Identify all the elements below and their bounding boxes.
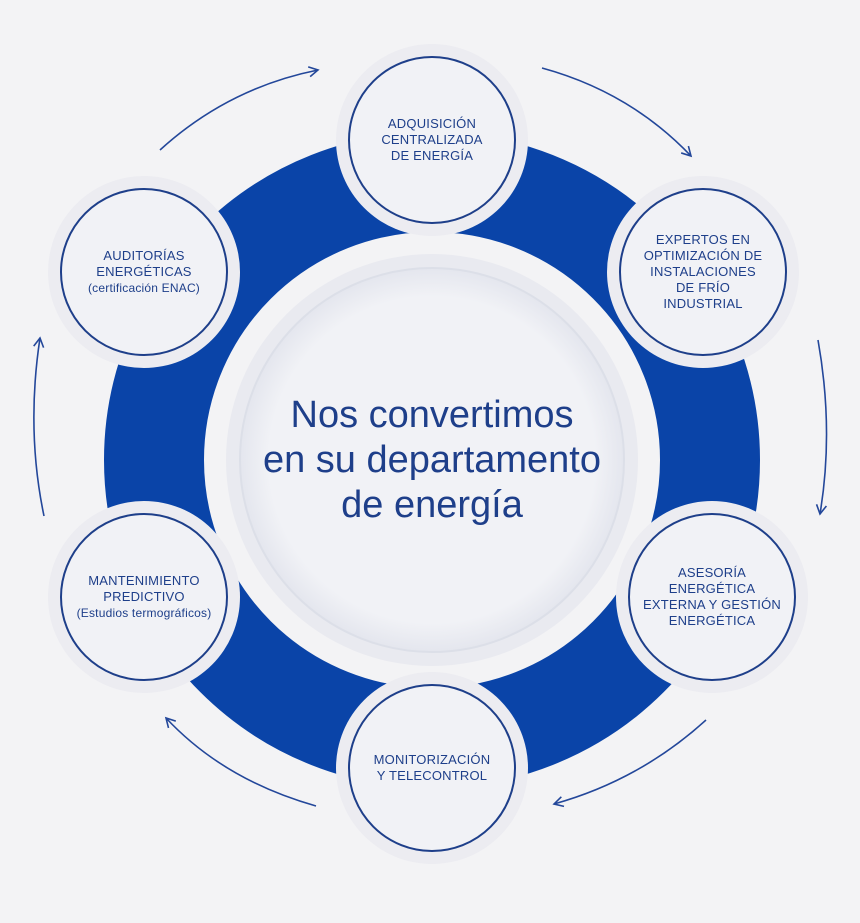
node-label-line: ENERGÉTICA <box>668 613 756 628</box>
node-asesoria: ASESORÍA ENERGÉTICA EXTERNA Y GESTIÓN EN… <box>637 522 787 672</box>
node-label-line: INDUSTRIAL <box>663 296 743 311</box>
node-label-line: CENTRALIZADA <box>381 132 483 147</box>
node-label-line: DE FRÍO <box>675 280 731 295</box>
center-title: Nos convertimos en su departamento de en… <box>240 268 624 652</box>
node-monitorizacion: MONITORIZACIÓN Y TELECONTROL <box>357 693 507 843</box>
node-expertos-frio: EXPERTOS EN OPTIMIZACIÓN DE INSTALACIONE… <box>628 197 778 347</box>
arrow-right-down <box>815 339 828 516</box>
node-label-line: ENERGÉTICAS <box>96 264 192 279</box>
arrow-top-to-right <box>541 67 693 158</box>
node-label-line: AUDITORÍAS <box>103 248 185 263</box>
node-circles <box>60 56 796 852</box>
node-sub-label: (Estudios termográficos) <box>76 606 212 620</box>
center-circle <box>239 267 625 653</box>
node-adquisicion: ADQUISICIÓN CENTRALIZADA DE ENERGÍA <box>357 65 507 215</box>
center-title-line-1: Nos convertimos <box>290 393 574 436</box>
node-label-line: ENERGÉTICA <box>668 581 756 596</box>
arrow-to-bottom-right <box>552 719 707 808</box>
node-label-line: INSTALACIONES <box>650 264 756 279</box>
node-auditorias: AUDITORÍAS ENERGÉTICAS (certificación EN… <box>69 197 219 347</box>
node-label-line: PREDICTIVO <box>103 589 185 604</box>
node-sub-label: (certificación ENAC) <box>87 281 201 295</box>
node-label-line: EXPERTOS EN <box>655 232 751 247</box>
arrow-to-top <box>159 66 320 151</box>
node-mantenimiento: MANTENIMIENTO PREDICTIVO (Estudios termo… <box>69 522 219 672</box>
cycle-arrows <box>33 66 828 808</box>
node-label-line: Y TELECONTROL <box>376 768 488 783</box>
node-label-line: DE ENERGÍA <box>390 148 474 163</box>
node-label-line: EXTERNA Y GESTIÓN <box>642 597 781 612</box>
node-label-line: MONITORIZACIÓN <box>373 752 491 767</box>
node-label-line: ADQUISICIÓN <box>387 116 477 131</box>
node-label-line: MANTENIMIENTO <box>88 573 200 588</box>
center-title-line-2: en su departamento <box>262 438 601 481</box>
arrow-to-left-lower <box>164 716 317 807</box>
center-title-line-3: de energía <box>341 483 523 526</box>
node-label-line: ASESORÍA <box>677 565 747 580</box>
arrow-left-up <box>33 336 45 517</box>
node-label-line: OPTIMIZACIÓN DE <box>643 248 763 263</box>
